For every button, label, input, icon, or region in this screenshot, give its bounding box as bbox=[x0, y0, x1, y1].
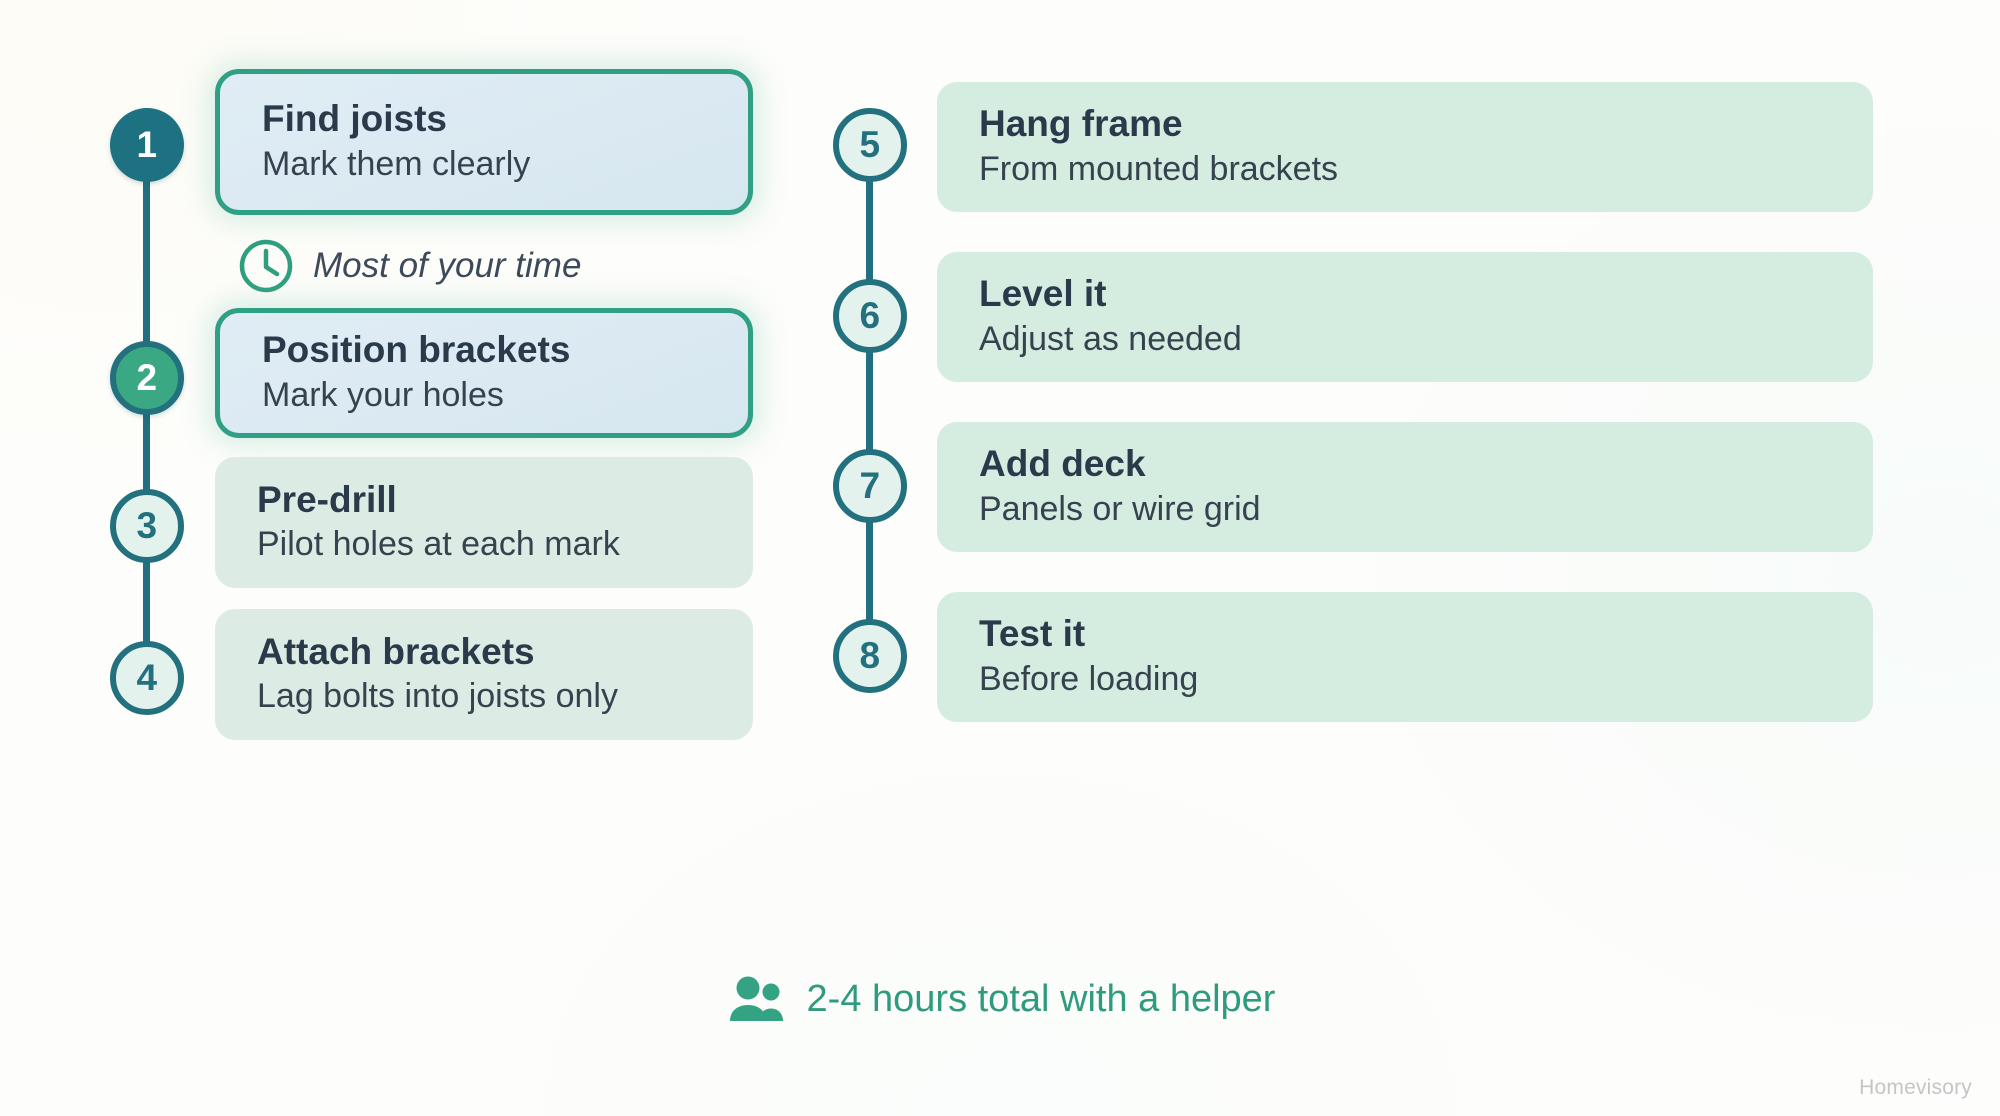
step-number-3: 3 bbox=[136, 505, 158, 546]
step-card-1[interactable]: Find joists Mark them clearly bbox=[215, 69, 753, 215]
step-marker-2[interactable]: 2 bbox=[110, 341, 184, 415]
total-time-note: 2-4 hours total with a helper bbox=[0, 975, 2000, 1023]
step-card-8[interactable]: Test it Before loading bbox=[937, 592, 1873, 722]
total-time-label: 2-4 hours total with a helper bbox=[806, 977, 1276, 1020]
step-title-4: Attach brackets bbox=[257, 630, 535, 672]
step-subtitle-2: Mark your holes bbox=[262, 375, 504, 414]
step-number-5: 5 bbox=[859, 124, 881, 165]
step-marker-7[interactable]: 7 bbox=[833, 449, 907, 523]
step-marker-5[interactable]: 5 bbox=[833, 108, 907, 182]
clock-icon bbox=[238, 238, 294, 294]
timeline-spine-right-7-8 bbox=[866, 512, 873, 630]
step-marker-1[interactable]: 1 bbox=[110, 108, 184, 182]
step-subtitle-1: Mark them clearly bbox=[262, 144, 531, 183]
step-subtitle-7: Panels or wire grid bbox=[979, 489, 1261, 528]
step-marker-6[interactable]: 6 bbox=[833, 279, 907, 353]
step-number-2: 2 bbox=[136, 357, 158, 398]
step-card-6[interactable]: Level it Adjust as needed bbox=[937, 252, 1873, 382]
step-marker-4[interactable]: 4 bbox=[110, 641, 184, 715]
step-subtitle-4: Lag bolts into joists only bbox=[257, 677, 618, 716]
step-number-7: 7 bbox=[859, 465, 881, 506]
step-number-6: 6 bbox=[859, 295, 881, 336]
step-subtitle-6: Adjust as needed bbox=[979, 319, 1242, 358]
step-subtitle-8: Before loading bbox=[979, 659, 1199, 698]
people-icon bbox=[725, 975, 787, 1023]
watermark: Homevisory bbox=[1859, 1076, 1972, 1099]
timeline-spine-right-6-7 bbox=[866, 342, 873, 460]
step-card-7[interactable]: Add deck Panels or wire grid bbox=[937, 422, 1873, 552]
step-marker-3[interactable]: 3 bbox=[110, 489, 184, 563]
time-annotation: Most of your time bbox=[238, 238, 581, 294]
step-title-1: Find joists bbox=[262, 98, 447, 140]
step-title-6: Level it bbox=[979, 273, 1107, 315]
step-title-5: Hang frame bbox=[979, 103, 1183, 145]
timeline-spine-left-1-2 bbox=[143, 160, 150, 382]
step-number-1: 1 bbox=[136, 124, 158, 165]
step-title-3: Pre-drill bbox=[257, 478, 397, 520]
step-subtitle-3: Pilot holes at each mark bbox=[257, 525, 620, 564]
timeline-spine-right-5-6 bbox=[866, 172, 873, 290]
step-marker-8[interactable]: 8 bbox=[833, 619, 907, 693]
step-number-4: 4 bbox=[136, 657, 158, 698]
step-card-4[interactable]: Attach brackets Lag bolts into joists on… bbox=[215, 609, 753, 740]
step-title-2: Position brackets bbox=[262, 329, 571, 371]
time-annotation-label: Most of your time bbox=[313, 246, 582, 285]
step-subtitle-5: From mounted brackets bbox=[979, 149, 1339, 188]
step-number-8: 8 bbox=[859, 635, 881, 676]
step-card-5[interactable]: Hang frame From mounted brackets bbox=[937, 82, 1873, 212]
step-card-3[interactable]: Pre-drill Pilot holes at each mark bbox=[215, 457, 753, 588]
step-title-8: Test it bbox=[979, 613, 1086, 655]
timeline-spine-left-2-3 bbox=[143, 410, 150, 520]
step-title-7: Add deck bbox=[979, 443, 1146, 485]
timeline-spine-left-3-4 bbox=[143, 558, 150, 668]
step-card-2[interactable]: Position brackets Mark your holes bbox=[215, 308, 753, 438]
